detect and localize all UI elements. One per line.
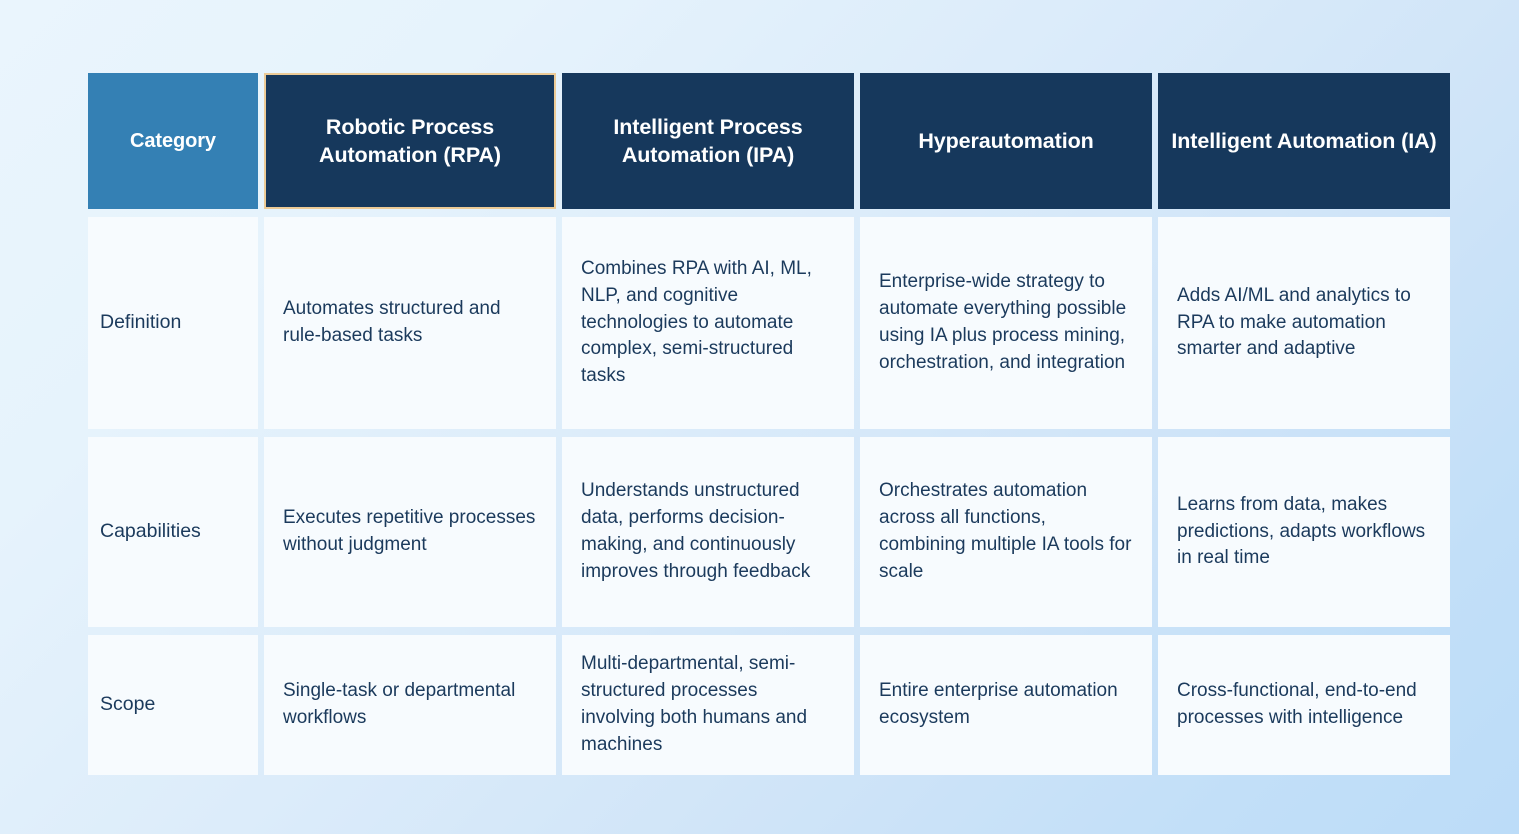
column-header-rpa: Robotic Process Automation (RPA) [264,73,556,209]
cell-capabilities-ipa: Understands unstructured data, performs … [562,437,854,627]
comparison-table-container: Category Robotic Process Automation (RPA… [82,65,1450,775]
cell-definition-hyperautomation: Enterprise-wide strategy to automate eve… [860,217,1152,429]
cell-scope-ipa: Multi-departmental, semi-structured proc… [562,635,854,775]
column-header-category: Category [88,73,258,209]
table-row: Capabilities Executes repetitive process… [88,437,1450,627]
table-body: Definition Automates structured and rule… [88,217,1450,775]
row-label-scope: Scope [88,635,258,775]
row-label-definition: Definition [88,217,258,429]
column-header-ipa: Intelligent Process Automation (IPA) [562,73,854,209]
table-row: Scope Single-task or departmental workfl… [88,635,1450,775]
cell-capabilities-ia: Learns from data, makes predictions, ada… [1158,437,1450,627]
cell-definition-ia: Adds AI/ML and analytics to RPA to make … [1158,217,1450,429]
column-header-ia: Intelligent Automation (IA) [1158,73,1450,209]
cell-definition-ipa: Combines RPA with AI, ML, NLP, and cogni… [562,217,854,429]
table-header: Category Robotic Process Automation (RPA… [88,73,1450,209]
column-header-hyperautomation: Hyperautomation [860,73,1152,209]
cell-scope-rpa: Single-task or departmental workflows [264,635,556,775]
table-header-row: Category Robotic Process Automation (RPA… [88,73,1450,209]
cell-definition-rpa: Automates structured and rule-based task… [264,217,556,429]
cell-capabilities-hyperautomation: Orchestrates automation across all funct… [860,437,1152,627]
cell-capabilities-rpa: Executes repetitive processes without ju… [264,437,556,627]
automation-comparison-table: Category Robotic Process Automation (RPA… [82,65,1456,783]
cell-scope-hyperautomation: Entire enterprise automation ecosystem [860,635,1152,775]
cell-scope-ia: Cross-functional, end-to-end processes w… [1158,635,1450,775]
row-label-capabilities: Capabilities [88,437,258,627]
table-row: Definition Automates structured and rule… [88,217,1450,429]
